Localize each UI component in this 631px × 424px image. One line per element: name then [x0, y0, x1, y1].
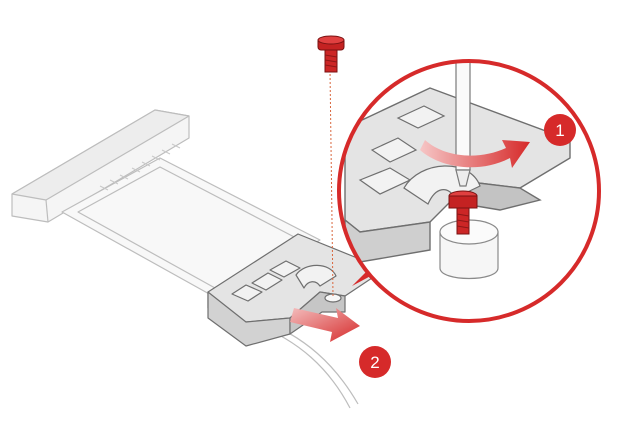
- bracket-slot-1: [231, 284, 263, 302]
- screwdriver-icon: [455, 61, 471, 187]
- step-2-badge: 2: [359, 346, 391, 378]
- zoom-slot-3: [396, 105, 446, 129]
- step-1-badge: 1: [544, 114, 576, 146]
- bracket-notch: [295, 264, 337, 289]
- step-1-number: 1: [555, 121, 564, 140]
- zoom-detail: [337, 59, 601, 323]
- m2-connector-top: [11, 109, 190, 201]
- m2-card-pins: [99, 143, 181, 191]
- screw-icon: [317, 35, 345, 73]
- m2-connector-edge: [45, 199, 49, 223]
- rotation-arrow-icon: [420, 140, 530, 168]
- card-bracket: [207, 233, 373, 347]
- bracket-slot-2: [251, 272, 283, 291]
- bracket-slot-3: [269, 260, 301, 278]
- step-2-number: 2: [370, 353, 379, 372]
- zoom-standoff: [439, 231, 499, 280]
- zoom-screw-icon: [448, 190, 478, 235]
- zoom-slot-1: [370, 137, 418, 163]
- screw-guide-line: [329, 69, 334, 297]
- slide-arrow-icon: [290, 308, 360, 342]
